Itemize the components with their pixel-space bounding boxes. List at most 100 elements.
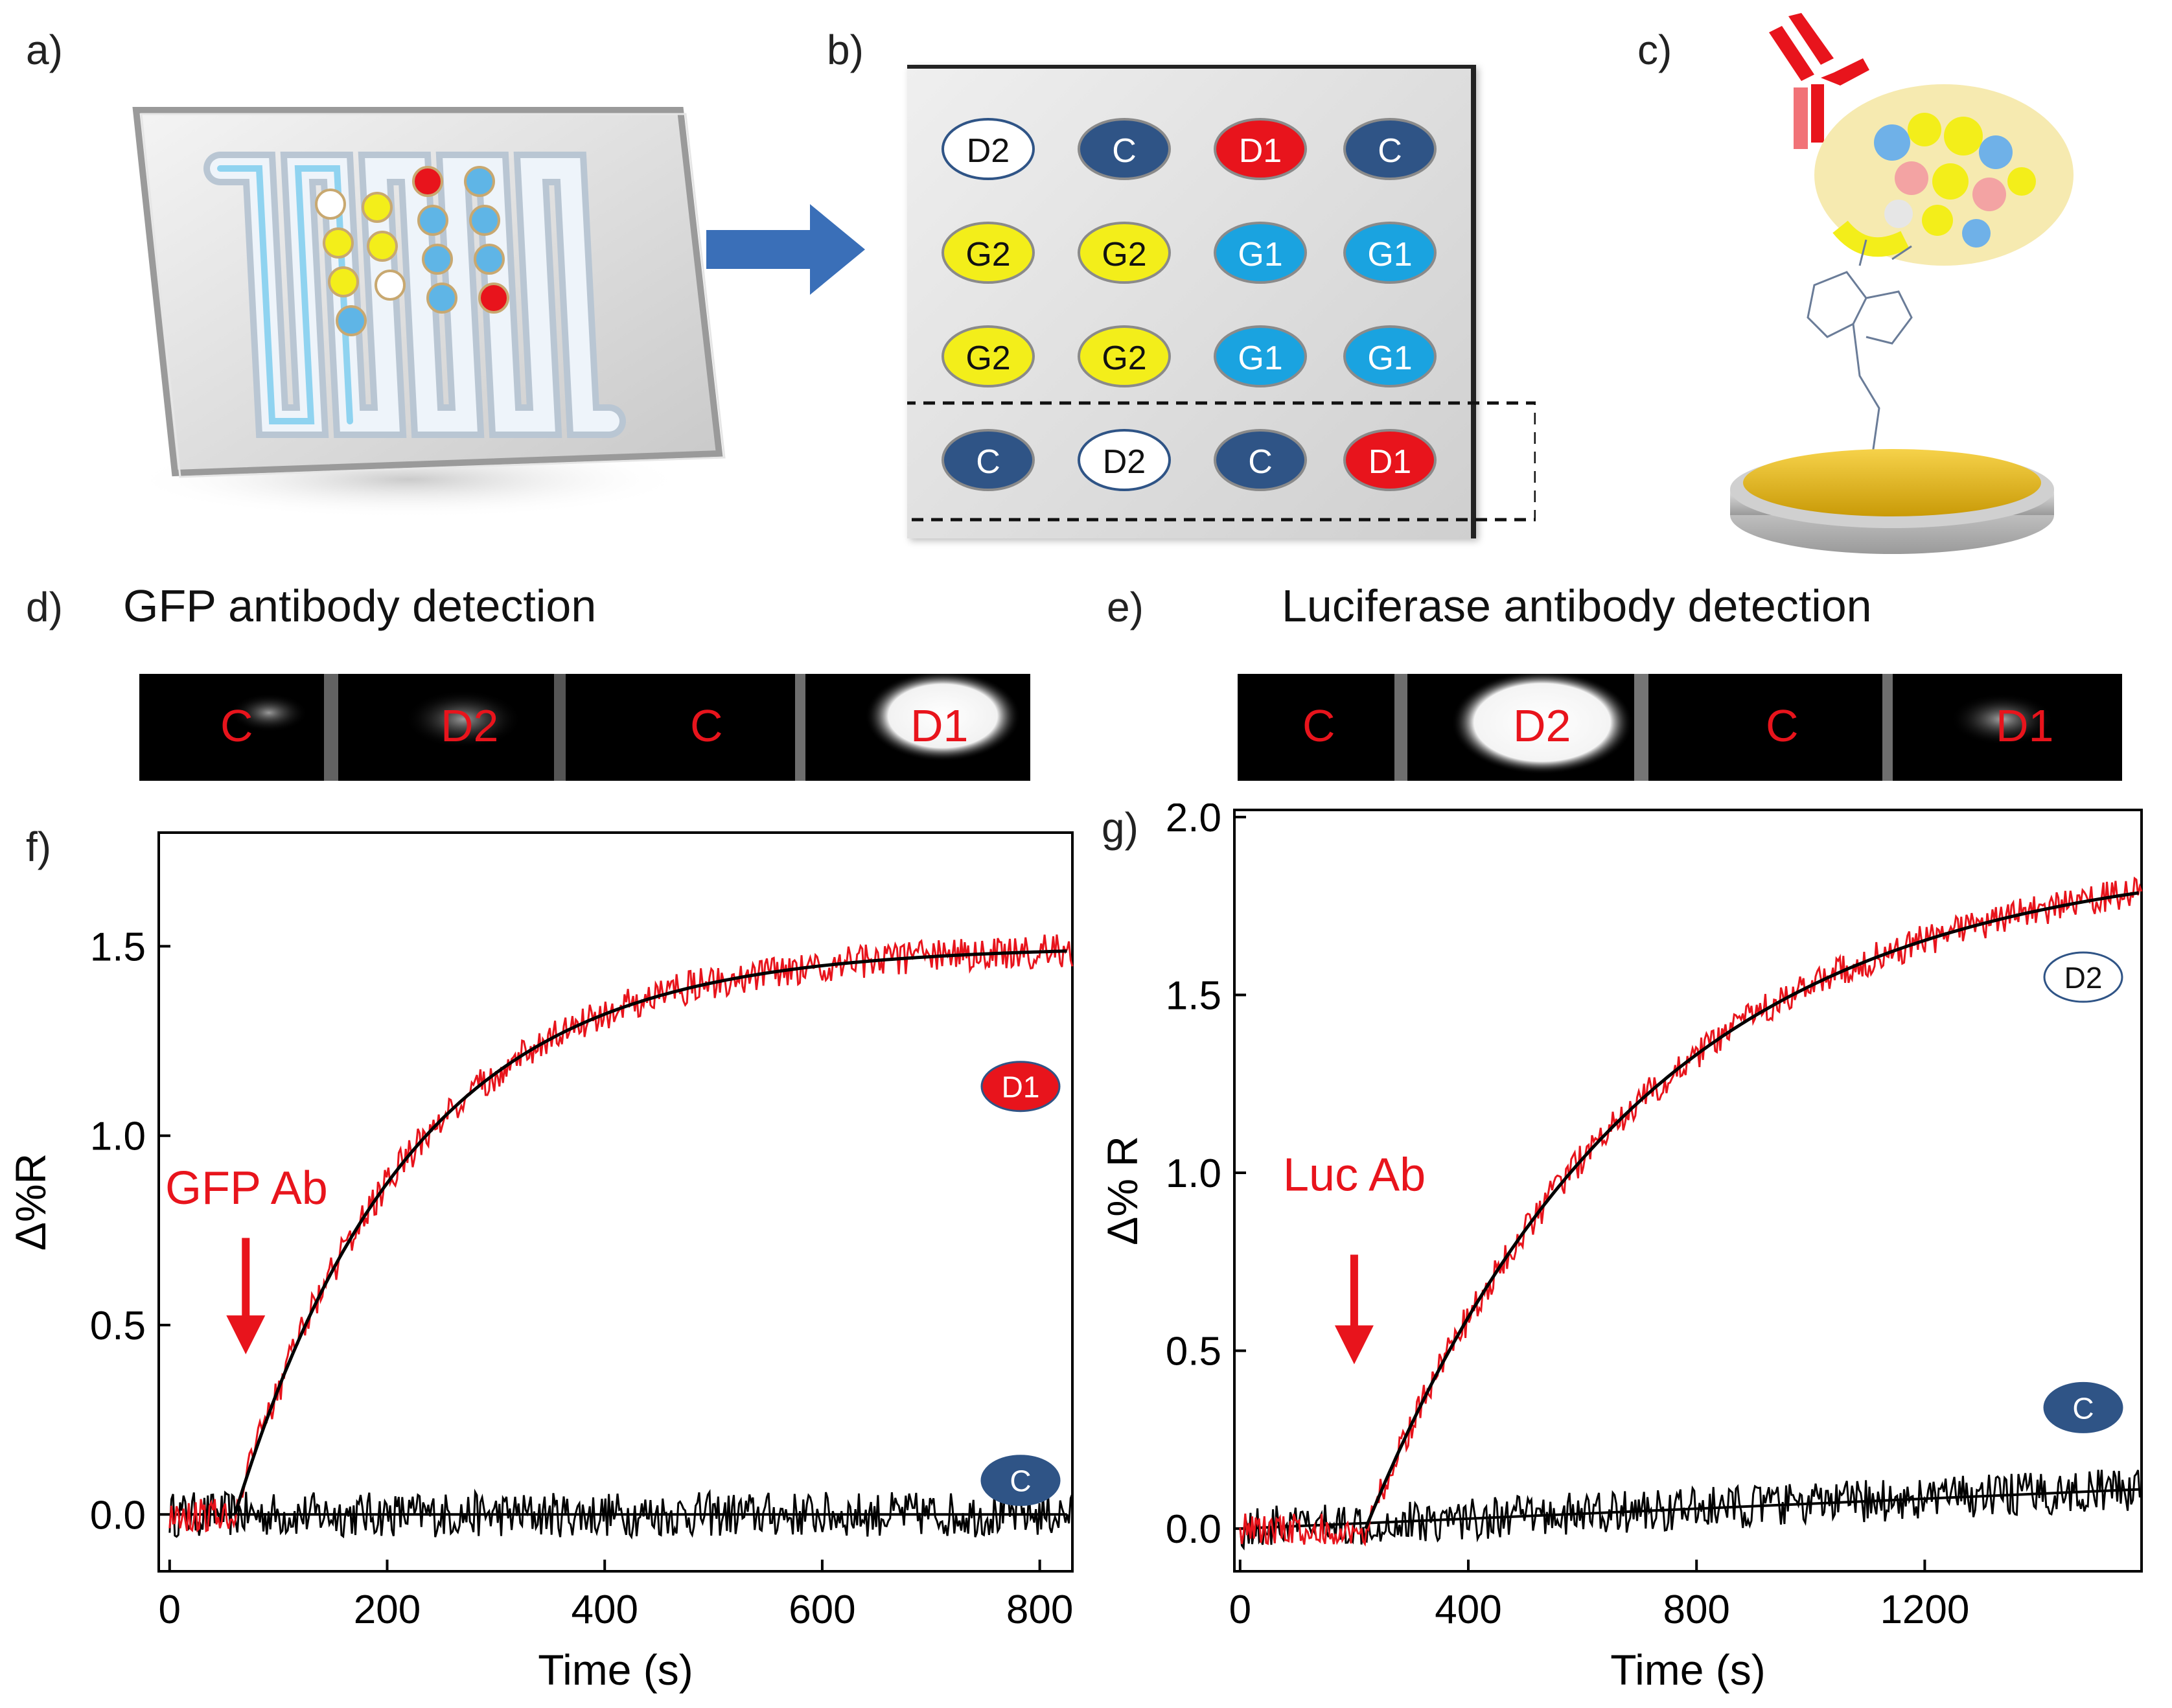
- x-tick-label: 400: [571, 1587, 638, 1632]
- x-tick-label: 600: [789, 1587, 855, 1632]
- array-spot-d2: D2: [1078, 429, 1171, 491]
- array-spot-g1: G1: [1343, 325, 1437, 387]
- legend-badge-c: C: [2043, 1381, 2123, 1433]
- plot-frame: [157, 831, 1074, 1573]
- x-tick-label: 0: [1229, 1587, 1251, 1632]
- y-tick-label: 0.0: [90, 1493, 146, 1538]
- x-tick-label: 0: [159, 1587, 181, 1632]
- panel-letter-e: e): [1107, 584, 1144, 630]
- svg-text:C: C: [1010, 1464, 1031, 1498]
- svg-text:C: C: [1248, 443, 1273, 481]
- injection-annotation: GFP Ab: [165, 1162, 328, 1214]
- svg-text:D2: D2: [2064, 961, 2103, 995]
- svg-text:G2: G2: [1102, 236, 1146, 273]
- array-spot-c: C: [942, 429, 1035, 491]
- y-tick-label: 1.5: [1166, 974, 1221, 1019]
- chelator-molecule: [1807, 239, 1913, 454]
- x-tick-label: 200: [354, 1587, 421, 1632]
- array-spot-c: C: [1343, 118, 1437, 180]
- control-series-line: [168, 1488, 1074, 1540]
- strip-e-label-1: C: [1302, 700, 1335, 751]
- y-tick-label: 2.0: [1166, 803, 1221, 840]
- legend-badge-c: C: [980, 1455, 1061, 1506]
- strip-d-label-2: D2: [441, 700, 499, 751]
- array-spot-c: C: [1078, 118, 1171, 180]
- legend-badge-d1: D1: [980, 1061, 1061, 1113]
- panel-title-d: GFP antibody detection: [123, 581, 597, 631]
- panel-letter-g: g): [1102, 804, 1138, 851]
- svg-text:G1: G1: [1238, 236, 1282, 273]
- array-spot-g2: G2: [942, 222, 1035, 284]
- array-spot-g1: G1: [1343, 222, 1437, 284]
- dashed-selection-box: [907, 401, 1536, 522]
- legend-badge-d2: D2: [2043, 951, 2123, 1003]
- y-axis-label: Δ%R: [6, 1153, 54, 1251]
- y-tick-label: 1.5: [90, 925, 146, 969]
- strip-d-label-1: C: [220, 700, 253, 751]
- y-tick-label: 0.5: [90, 1304, 146, 1348]
- array-spot-g1: G1: [1214, 325, 1307, 387]
- gold-surface: [1730, 449, 2054, 554]
- x-axis-label: Time (s): [1610, 1646, 1766, 1694]
- svg-text:C: C: [2072, 1391, 2094, 1425]
- svg-text:D2: D2: [1103, 443, 1146, 481]
- strip-e-art: [1394, 674, 2054, 781]
- antibody-icon: [1769, 13, 1869, 149]
- panel-letter-b: b): [827, 27, 864, 73]
- strip-e-label-2: D2: [1513, 700, 1571, 751]
- injection-arrow-head: [1334, 1325, 1374, 1365]
- strip-d-label-4: D1: [910, 700, 969, 751]
- array-spot-g1: G1: [1214, 222, 1307, 284]
- y-tick-label: 1.0: [90, 1114, 146, 1159]
- x-tick-label: 1200: [1880, 1587, 1969, 1632]
- svg-text:C: C: [976, 443, 1000, 481]
- array-spot-g2: G2: [1078, 325, 1171, 387]
- y-tick-label: 0.0: [1166, 1507, 1221, 1552]
- svg-text:D1: D1: [1369, 443, 1411, 481]
- signal-fit-curve: [1364, 891, 2139, 1530]
- array-spot-c: C: [1214, 429, 1307, 491]
- panel-letter-f: f): [26, 824, 52, 870]
- x-tick-label: 400: [1435, 1587, 1501, 1632]
- svg-text:C: C: [1112, 132, 1137, 170]
- x-tick-label: 800: [1663, 1587, 1729, 1632]
- x-tick-label: 800: [1006, 1587, 1073, 1632]
- svg-text:G2: G2: [965, 340, 1010, 377]
- svg-text:G1: G1: [1367, 236, 1412, 273]
- control-series-line: [1239, 1470, 2143, 1551]
- panel-letter-c: c): [1637, 27, 1672, 73]
- svg-text:G2: G2: [965, 236, 1010, 273]
- svg-text:G2: G2: [1102, 340, 1146, 377]
- microfluidic-chip-illustration: [130, 107, 726, 518]
- control-fit-line: [1240, 1488, 2139, 1530]
- strip-e-label-4: D1: [1996, 700, 2054, 751]
- y-tick-label: 1.0: [1166, 1151, 1221, 1196]
- signal-series-line: [1239, 876, 2143, 1547]
- svg-text:D2: D2: [967, 132, 1010, 170]
- x-axis-label: Time (s): [538, 1646, 693, 1694]
- y-axis-label: Δ% R: [1098, 1136, 1146, 1245]
- panel-title-e: Luciferase antibody detection: [1282, 581, 1872, 631]
- strip-e: C D2 C D1: [1238, 674, 2122, 781]
- arrow-right-icon: [706, 204, 865, 295]
- plot-frame: [1233, 809, 2143, 1573]
- array-spot-g2: G2: [942, 325, 1035, 387]
- array-spot-d1: D1: [1214, 118, 1307, 180]
- injection-annotation: Luc Ab: [1283, 1149, 1426, 1201]
- array-spot-d2: D2: [942, 118, 1035, 180]
- strip-d-art: [230, 674, 1021, 781]
- surface-chemistry-illustration: [1730, 13, 2074, 554]
- panel-letter-d: d): [26, 584, 63, 630]
- strip-d-label-3: C: [690, 700, 723, 751]
- panel-letter-a: a): [26, 27, 63, 73]
- signal-series-line: [168, 934, 1074, 1533]
- injection-arrow-head: [226, 1315, 266, 1355]
- protein-icon: [1814, 84, 2074, 266]
- y-tick-label: 0.5: [1166, 1330, 1221, 1374]
- signal-fit-curve: [233, 949, 1067, 1516]
- svg-text:D1: D1: [1239, 132, 1282, 170]
- array-spot-d1: D1: [1343, 429, 1437, 491]
